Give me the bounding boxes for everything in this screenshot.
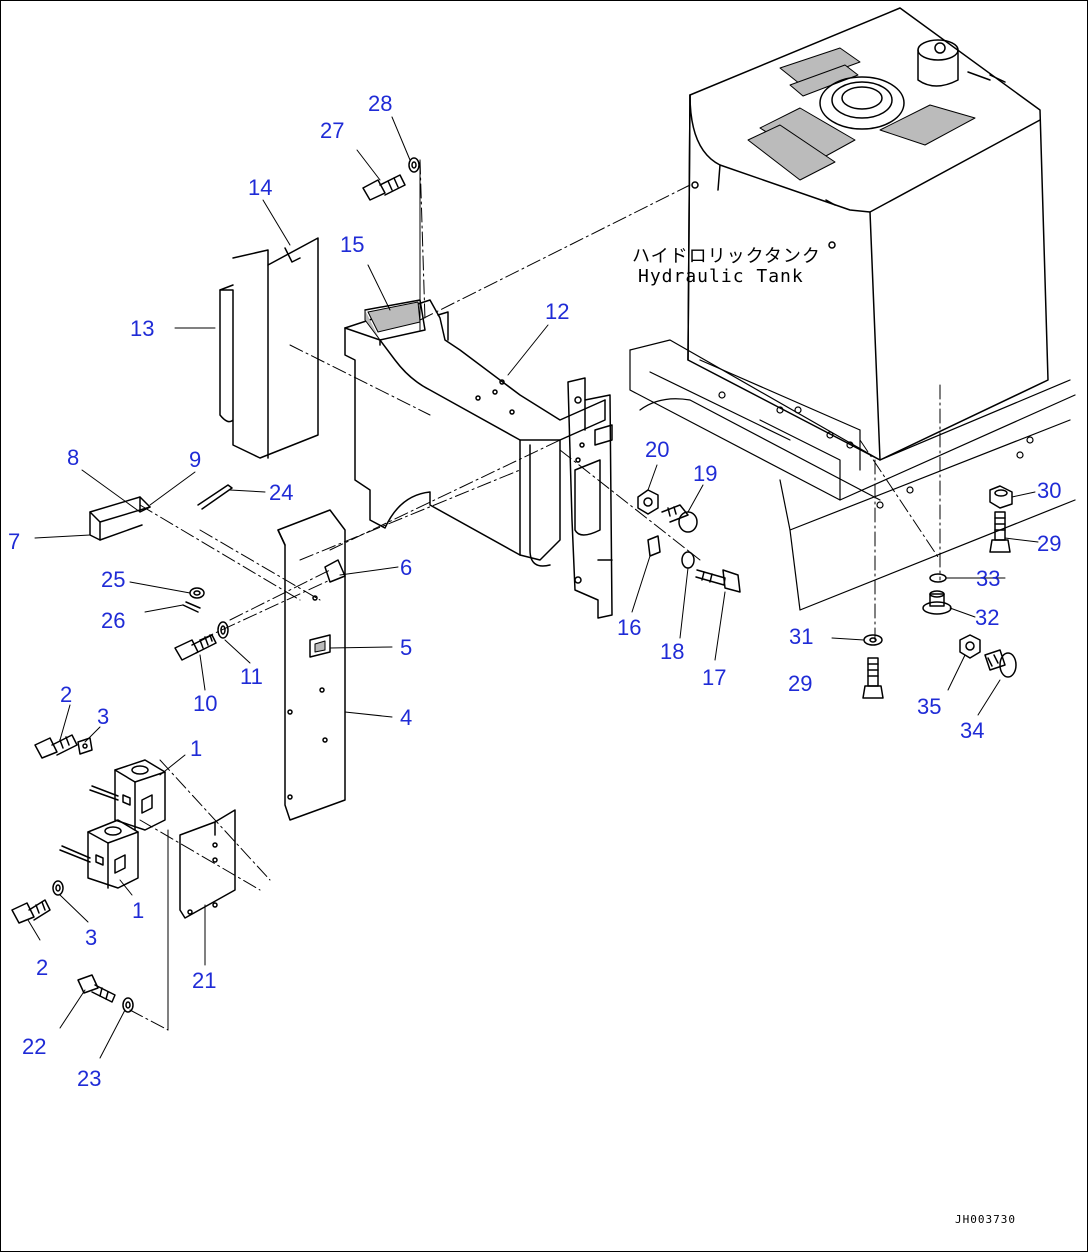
bar-7 bbox=[89, 496, 151, 541]
plate-21 bbox=[179, 809, 236, 919]
bolt-22 bbox=[77, 974, 116, 1003]
callout-28: 28 bbox=[368, 91, 393, 116]
bolt-19 bbox=[661, 504, 698, 533]
callout-13: 13 bbox=[130, 316, 155, 341]
machine-frame bbox=[629, 339, 1076, 611]
washer-3-upper bbox=[77, 737, 93, 755]
washer-33 bbox=[929, 573, 947, 583]
callout-21: 21 bbox=[192, 968, 217, 993]
hydraulic-tank-label-jp: ハイドロリックタンク bbox=[632, 246, 821, 267]
callout-35: 35 bbox=[917, 694, 942, 719]
nut-20 bbox=[637, 489, 659, 515]
clip-16 bbox=[647, 535, 661, 557]
leader-lines bbox=[167, 159, 421, 1031]
callout-34: 34 bbox=[960, 718, 985, 743]
callout-29-right: 29 bbox=[1037, 531, 1062, 556]
callout-25: 25 bbox=[101, 567, 126, 592]
assembly-centerlines bbox=[129, 159, 941, 1031]
callout-30: 30 bbox=[1037, 478, 1062, 503]
tank-filler-cap bbox=[819, 76, 905, 130]
bracket-16 bbox=[567, 377, 613, 619]
washer-25 bbox=[189, 587, 205, 599]
callout-3-lower: 3 bbox=[85, 925, 98, 950]
callout-1-upper: 1 bbox=[190, 736, 203, 761]
callout-29-lower: 29 bbox=[788, 671, 813, 696]
tank-grilles bbox=[747, 47, 976, 181]
callout-18: 18 bbox=[660, 639, 685, 664]
callout-2-upper: 2 bbox=[60, 682, 73, 707]
bolt-27 bbox=[362, 174, 406, 201]
callout-leaders bbox=[27, 116, 1039, 1059]
callout-1-lower: 1 bbox=[132, 898, 145, 923]
callout-31: 31 bbox=[789, 624, 814, 649]
bolt-17 bbox=[695, 569, 741, 593]
callout-5: 5 bbox=[400, 635, 413, 660]
washer-23 bbox=[122, 997, 134, 1013]
callout-12: 12 bbox=[545, 299, 570, 324]
bolt-29-upper bbox=[989, 511, 1011, 553]
callout-20: 20 bbox=[645, 437, 670, 462]
washer-11 bbox=[217, 621, 229, 639]
callout-11: 11 bbox=[240, 664, 263, 689]
pin-26 bbox=[182, 601, 201, 613]
callout-3-upper: 3 bbox=[97, 704, 110, 729]
callout-19: 19 bbox=[693, 461, 718, 486]
bolt-2-lower bbox=[11, 899, 51, 924]
nut-30 bbox=[989, 485, 1013, 509]
panel-13 bbox=[219, 237, 319, 459]
callout-22: 22 bbox=[22, 1034, 47, 1059]
callout-8: 8 bbox=[67, 445, 80, 470]
nut-35 bbox=[959, 634, 981, 659]
callout-16: 16 bbox=[617, 615, 642, 640]
washer-31 bbox=[863, 634, 883, 646]
plate-4 bbox=[277, 509, 346, 821]
callout-14: 14 bbox=[248, 175, 273, 200]
bolt-10 bbox=[174, 634, 217, 661]
callout-15: 15 bbox=[340, 232, 365, 257]
washer-3-lower bbox=[52, 880, 64, 896]
drawing-code: JH003730 bbox=[955, 1213, 1016, 1226]
bushing-32 bbox=[922, 590, 952, 615]
hydraulic-tank bbox=[687, 7, 1049, 461]
callout-24: 24 bbox=[269, 480, 294, 505]
callout-4: 4 bbox=[400, 705, 413, 730]
callout-27: 27 bbox=[320, 118, 345, 143]
callout-33: 33 bbox=[976, 566, 1001, 591]
cover-box-12 bbox=[344, 299, 606, 567]
callout-10: 10 bbox=[193, 691, 218, 716]
block-1-lower bbox=[59, 819, 139, 889]
callout-32: 32 bbox=[975, 605, 1000, 630]
callout-26: 26 bbox=[101, 608, 126, 633]
pin-24 bbox=[197, 484, 233, 510]
hydraulic-tank-label-en: Hydraulic Tank bbox=[638, 266, 804, 287]
bolt-34 bbox=[984, 649, 1017, 678]
tank-breather bbox=[917, 39, 959, 87]
callout-2-lower: 2 bbox=[36, 955, 49, 980]
washer-18 bbox=[681, 551, 695, 569]
block-1-upper bbox=[89, 759, 166, 831]
callout-17: 17 bbox=[702, 665, 727, 690]
callout-7: 7 bbox=[8, 529, 21, 554]
bolt-2-upper bbox=[34, 734, 78, 759]
callout-23: 23 bbox=[77, 1066, 102, 1091]
callout-6: 6 bbox=[400, 555, 413, 580]
callout-9: 9 bbox=[189, 447, 202, 472]
washer-28 bbox=[408, 157, 420, 173]
bolt-29-lower bbox=[862, 657, 884, 699]
